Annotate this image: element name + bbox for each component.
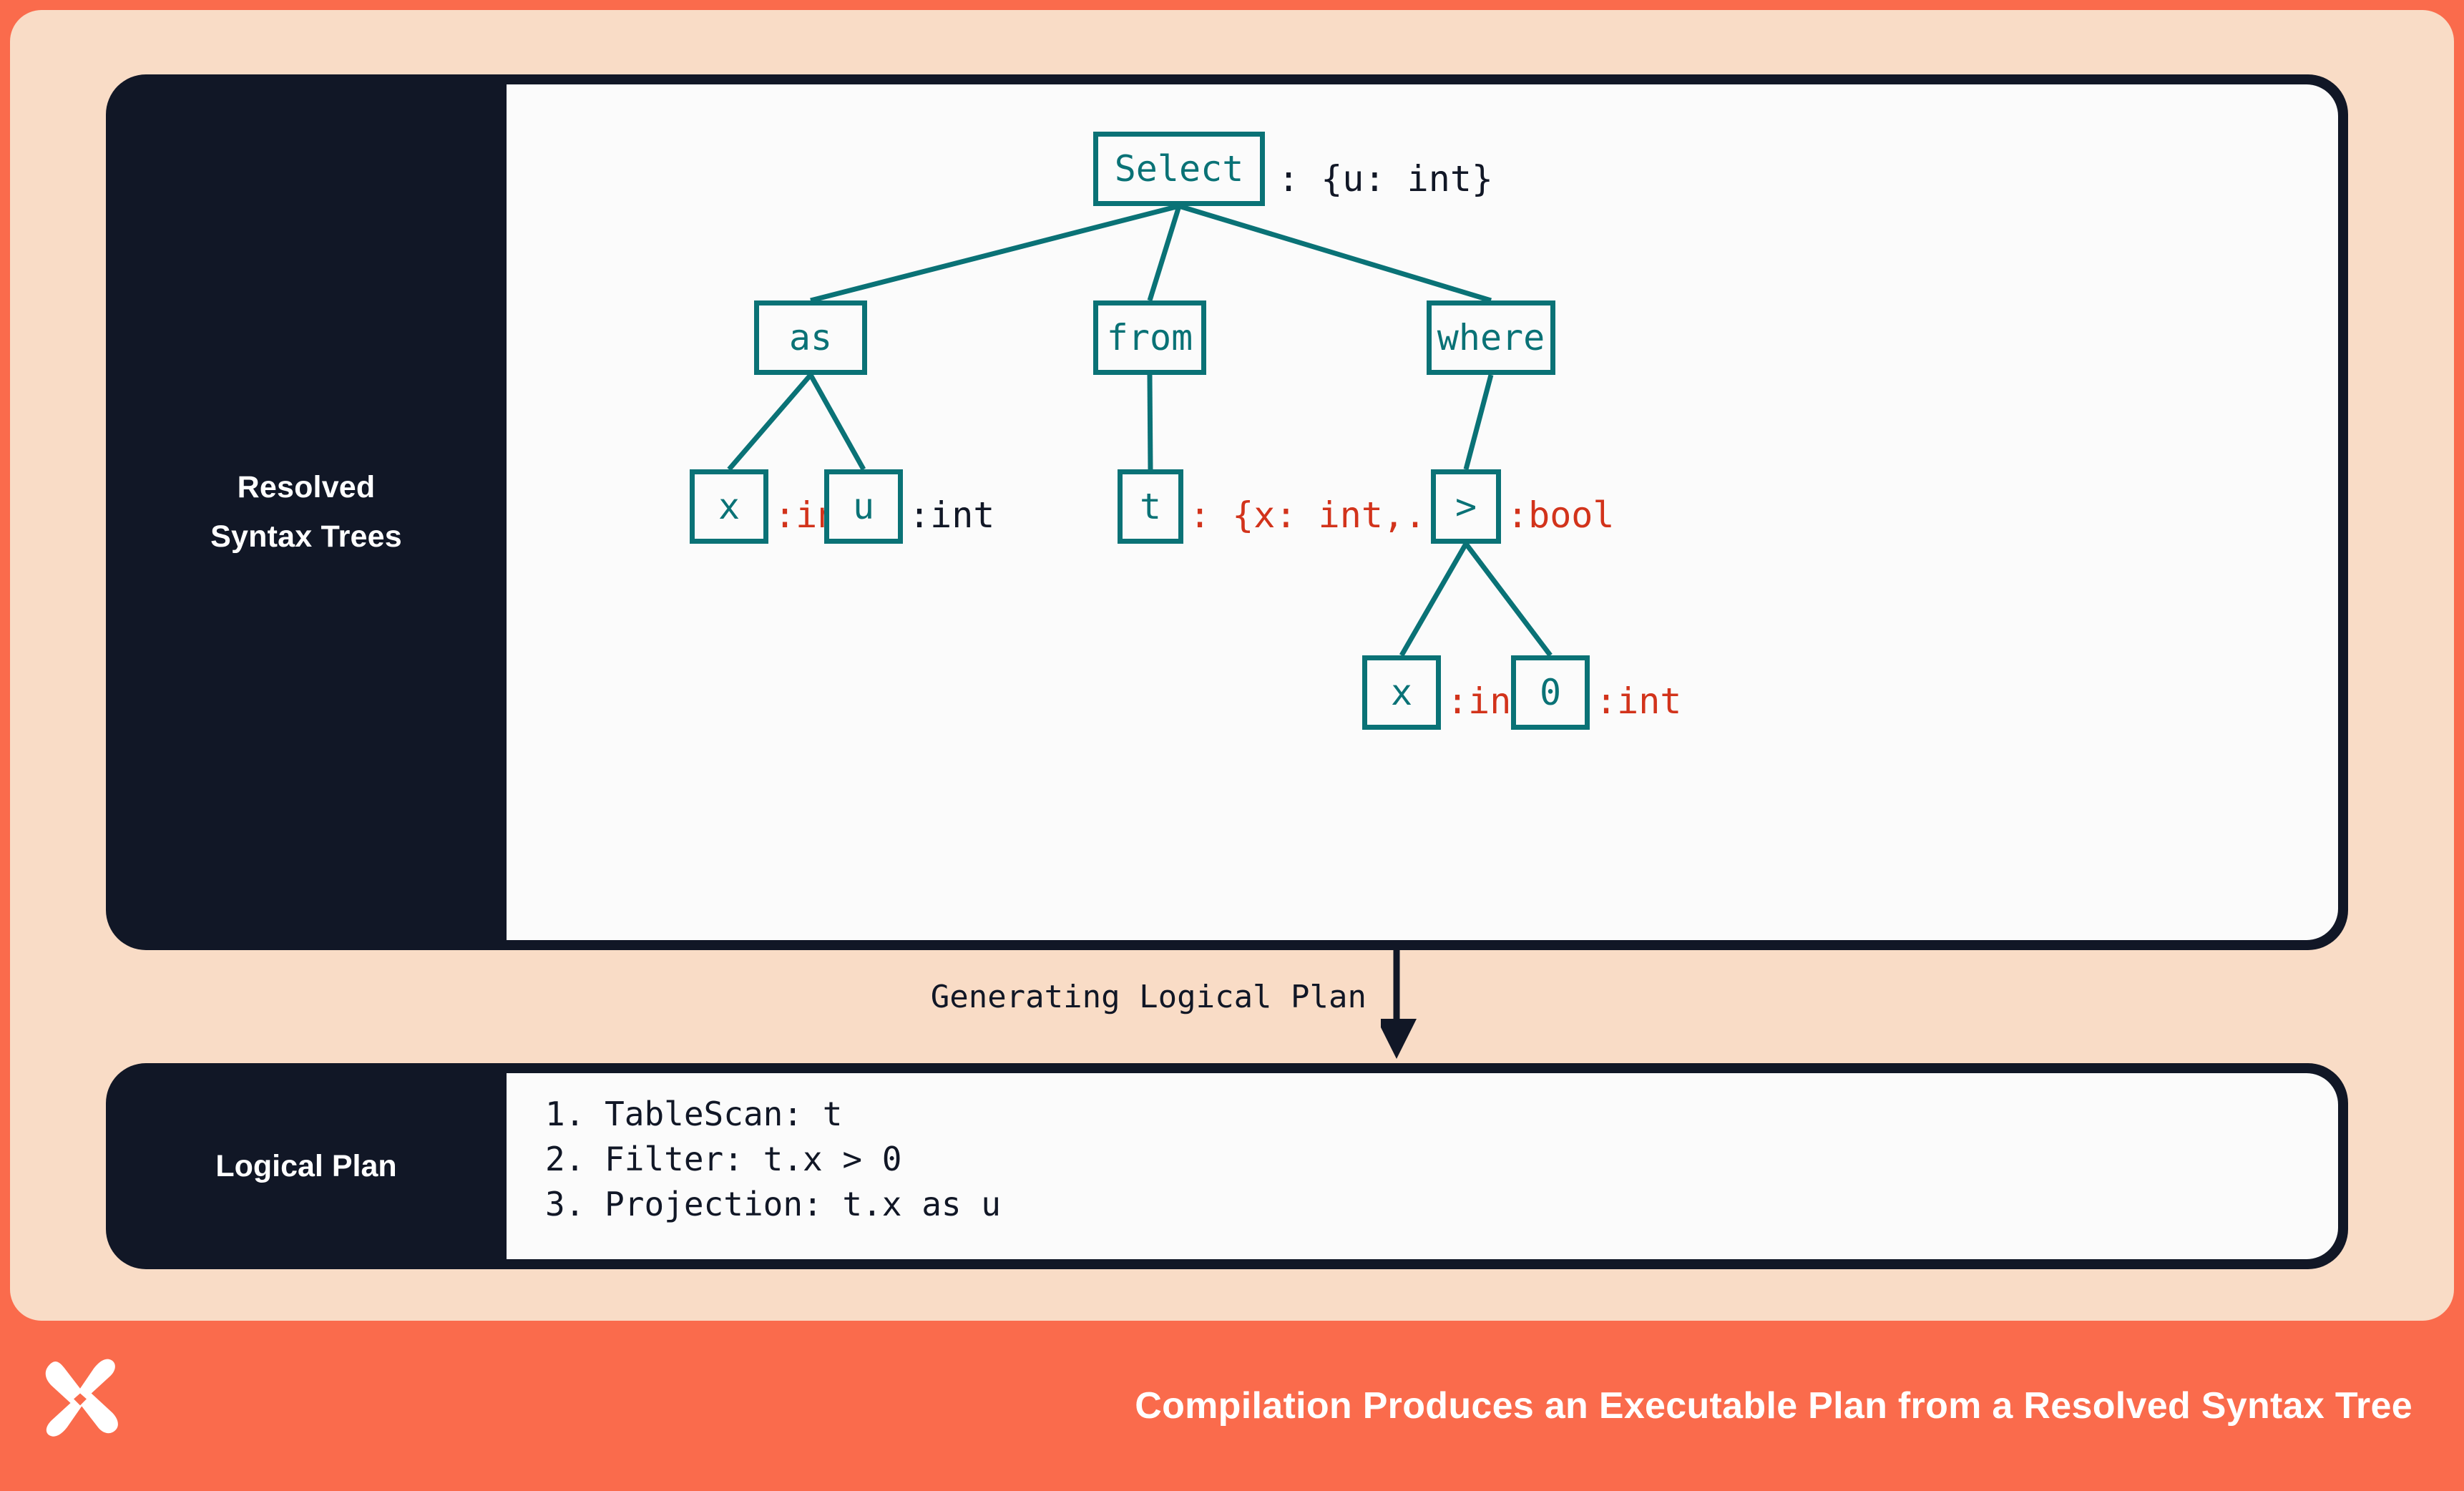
rst-label-line1: Resolved — [237, 470, 376, 505]
type-annotation-gt-0: :int — [1595, 680, 1682, 722]
tree-node-from[interactable]: from — [1093, 300, 1206, 375]
tree-edges — [727, 203, 1553, 657]
logical-plan-step: 2. Filter: t.x > 0 — [545, 1140, 902, 1179]
tree-edge-as-as-x — [727, 373, 813, 471]
tree-edge-as-as-u — [808, 373, 866, 471]
tree-edge-gt-gt-x — [1399, 542, 1469, 657]
tree-node-as-x[interactable]: x — [690, 469, 768, 544]
rst-label-line2: Syntax Trees — [210, 519, 402, 554]
tree-edge-gt-gt-0 — [1464, 542, 1553, 657]
resolved-syntax-trees-label: Resolved Syntax Trees — [106, 74, 507, 950]
type-annotation-as-u: :int — [909, 494, 995, 536]
resolved-syntax-trees-panel: Resolved Syntax Trees Select : {u: int} as… — [106, 74, 2348, 950]
tree-node-gt-x[interactable]: x — [1362, 655, 1441, 730]
type-annotation-select: : {u: int} — [1278, 158, 1494, 200]
tree-edge-select-from — [1147, 205, 1182, 302]
x-butterfly-logo-icon — [45, 1359, 118, 1437]
tree-node-gt-0[interactable]: 0 — [1511, 655, 1590, 730]
down-arrow-icon — [1381, 950, 1417, 1059]
type-annotation-gt: :bool — [1507, 494, 1615, 536]
tree-node-as[interactable]: as — [754, 300, 867, 375]
logical-plan-label: Logical Plan — [215, 1148, 397, 1183]
tree-edge-where-gt — [1463, 374, 1494, 470]
logical-plan-step: 3. Projection: t.x as u — [545, 1185, 1001, 1224]
logical-plan-panel: Logical Plan 1. TableScan: t 2. Filter: t… — [106, 1063, 2348, 1269]
tree-node-select[interactable]: Select — [1093, 132, 1265, 206]
tree-node-gt[interactable]: > — [1431, 469, 1501, 544]
tree-node-from-t[interactable]: t — [1118, 469, 1183, 544]
logical-plan-step: 1. TableScan: t — [545, 1095, 843, 1133]
tree-node-where[interactable]: where — [1427, 300, 1555, 375]
logical-plan-steps: 1. TableScan: t 2. Filter: t.x > 0 3. Proj… — [507, 1073, 2338, 1259]
tree-edge-select-as — [810, 203, 1180, 303]
footer-bar: Compilation Produces an Executable Plan … — [0, 1321, 2464, 1491]
tree-node-as-u[interactable]: u — [824, 469, 903, 544]
footer-caption: Compilation Produces an Executable Plan … — [1135, 1385, 2412, 1427]
tree-edge-select-where — [1178, 203, 1492, 303]
generating-logical-plan-label: Generating Logical Plan — [930, 979, 1367, 1015]
